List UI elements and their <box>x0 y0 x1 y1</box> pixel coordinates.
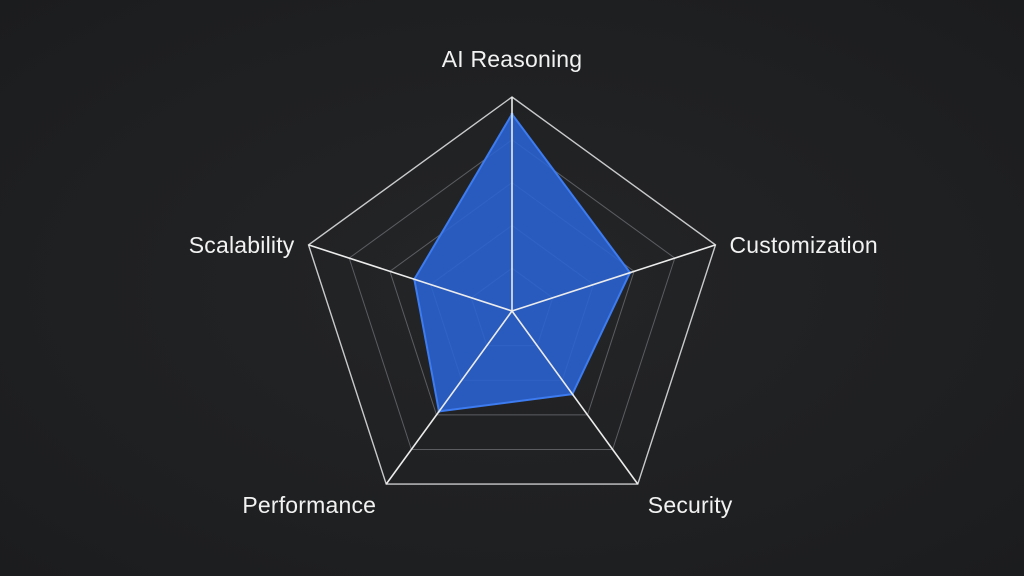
radar-series <box>412 112 632 413</box>
axis-spoke-2 <box>511 310 639 485</box>
axis-spoke-4 <box>308 244 513 312</box>
radar-spokes <box>308 97 716 485</box>
grid-ring-4 <box>348 139 676 450</box>
axis-label-performance: Performance <box>242 492 376 518</box>
grid-ring-5 <box>307 96 717 485</box>
axis-label-scalability: Scalability <box>189 232 295 258</box>
axis-label-security: Security <box>648 492 733 518</box>
series-area-0 <box>413 113 631 413</box>
axis-label-customization: Customization <box>730 232 878 258</box>
axis-spoke-3 <box>385 310 513 485</box>
axis-spoke-1 <box>511 244 716 312</box>
axis-label-ai-reasoning: AI Reasoning <box>442 46 583 72</box>
